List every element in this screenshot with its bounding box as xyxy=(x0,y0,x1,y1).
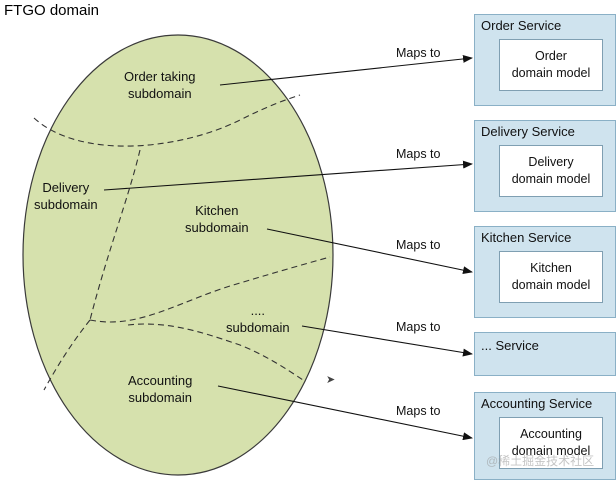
delivery-service-title: Delivery Service xyxy=(481,124,575,139)
accounting-service-title: Accounting Service xyxy=(481,396,593,411)
accounting-domain-model-box: Accounting domain model xyxy=(499,417,603,469)
kitchen-domain-model-box: Kitchen domain model xyxy=(499,251,603,303)
arrow-delivery xyxy=(103,160,473,191)
delivery-subdomain-label: Delivery subdomain xyxy=(34,180,98,212)
order-domain-model-box: Order domain model xyxy=(499,39,603,91)
kitchen-subdomain-label: Kitchen subdomain xyxy=(185,203,249,235)
arrow-kitchen xyxy=(266,228,473,275)
boundary-other-accounting xyxy=(127,323,304,381)
accounting-service-box: Accounting Service Accounting domain mod… xyxy=(474,392,616,480)
order-service-box: Order Service Order domain model xyxy=(474,14,616,106)
order-service-title: Order Service xyxy=(481,18,562,33)
other-service-title: ... Service xyxy=(481,338,539,353)
maps-to-label-delivery: Maps to xyxy=(396,147,441,161)
boundary-delivery-accounting xyxy=(43,319,91,391)
kitchen-service-box: Kitchen Service Kitchen domain model xyxy=(474,226,616,318)
arrow-accounting xyxy=(217,385,473,441)
maps-to-label-accounting: Maps to xyxy=(396,404,441,418)
accounting-subdomain-label: Accounting subdomain xyxy=(128,373,193,405)
maps-to-label-other: Maps to xyxy=(396,320,441,334)
arrow-order xyxy=(219,54,473,86)
boundary-kitchen-lower xyxy=(89,256,331,323)
maps-to-label-order: Maps to xyxy=(396,46,441,60)
mouse-pointer-icon: ➤ xyxy=(326,374,336,386)
kitchen-service-title: Kitchen Service xyxy=(481,230,572,245)
boundary-delivery-kitchen xyxy=(89,149,141,321)
other-service-box: ... Service xyxy=(474,332,616,376)
arrow-other xyxy=(301,325,473,357)
order-taking-subdomain-label: Order taking subdomain xyxy=(124,69,196,101)
other-subdomain-label: .... subdomain xyxy=(226,303,290,335)
boundary-order-taking xyxy=(33,94,301,147)
watermark: @稀土掘金技术社区 xyxy=(486,454,595,468)
delivery-service-box: Delivery Service Delivery domain model xyxy=(474,120,616,212)
maps-to-label-kitchen: Maps to xyxy=(396,238,441,252)
delivery-domain-model-box: Delivery domain model xyxy=(499,145,603,197)
diagram-title: FTGO domain xyxy=(4,2,100,19)
